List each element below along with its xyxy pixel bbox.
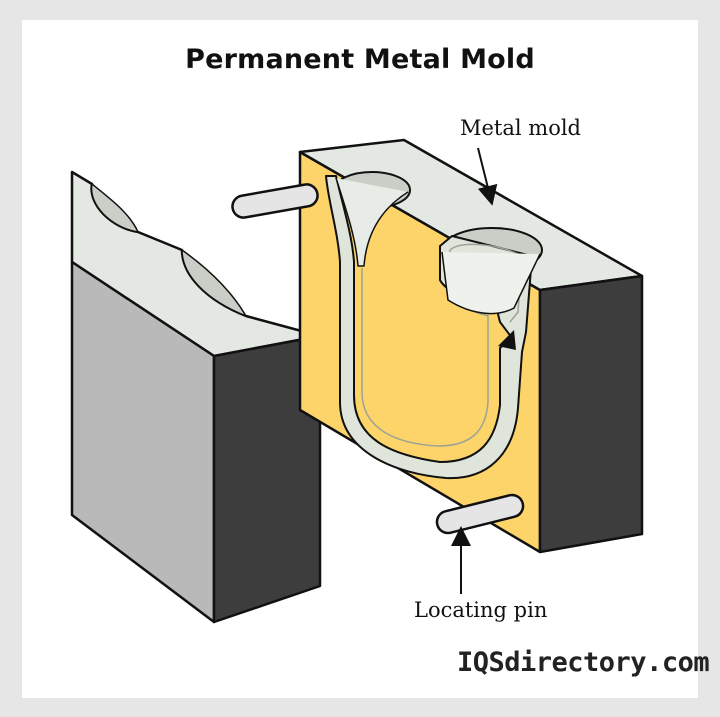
metal-mold-label: Metal mold bbox=[460, 116, 581, 140]
callout-arrows bbox=[451, 147, 498, 594]
mold-cavity-inner bbox=[361, 243, 523, 447]
brand-watermark: IQSdirectory.com bbox=[457, 647, 710, 678]
left-mold-side-face bbox=[212, 334, 322, 624]
riser-walls bbox=[441, 251, 541, 315]
left-mold-cutout-lower bbox=[181, 249, 247, 317]
metal-mold-arrow bbox=[477, 147, 498, 206]
left-mold-cutout-upper bbox=[90, 183, 139, 233]
diagram-title: Permanent Metal Mold bbox=[185, 44, 535, 75]
right-mold-side-face bbox=[538, 274, 644, 554]
left-mold-half bbox=[70, 170, 322, 624]
right-mold-half bbox=[298, 138, 644, 554]
locating-pins bbox=[231, 183, 525, 535]
lower-locating-pin bbox=[435, 493, 525, 535]
mold-notch bbox=[498, 330, 516, 350]
locating-pin-label: Locating pin bbox=[414, 598, 548, 622]
upper-locating-pin bbox=[231, 183, 319, 219]
sprue-funnel bbox=[335, 177, 409, 267]
